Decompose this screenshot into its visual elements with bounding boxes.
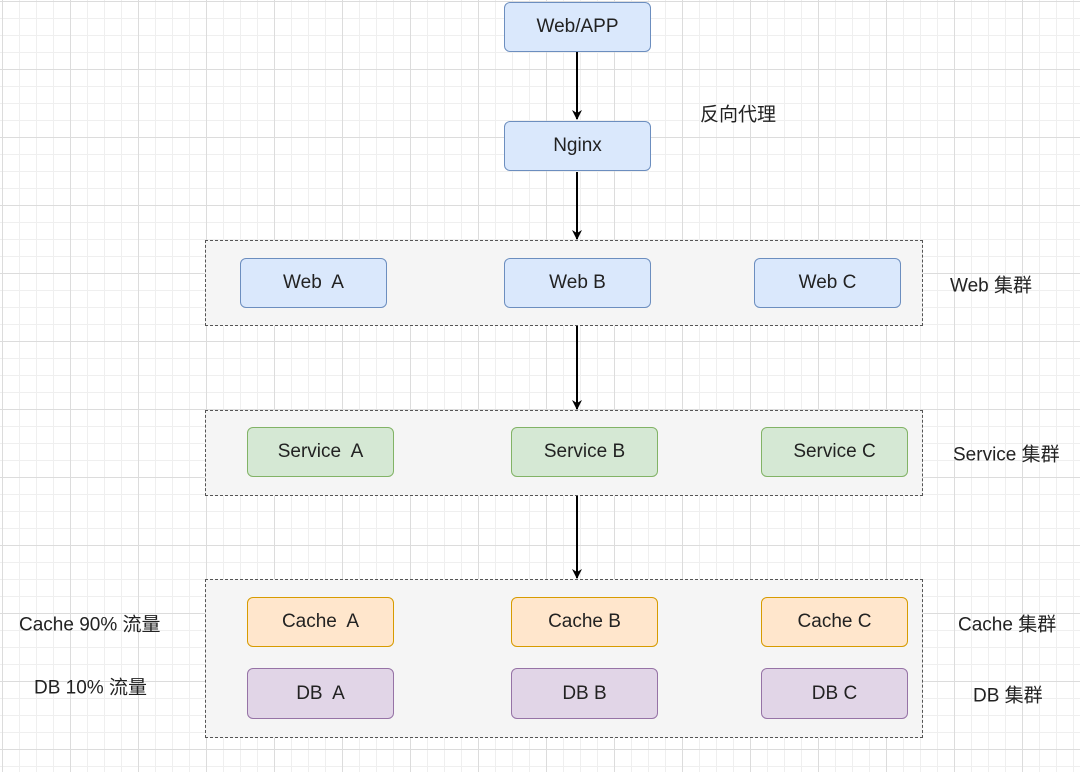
nginx-node[interactable]: Nginx [504, 121, 651, 171]
cache-traffic-label: Cache 90% 流量 [19, 614, 161, 636]
service-c-node[interactable]: Service C [761, 427, 908, 477]
cache-cluster-label: Cache 集群 [958, 614, 1057, 636]
reverse-proxy-label: 反向代理 [700, 104, 777, 126]
cache-a-node[interactable]: Cache A [247, 597, 394, 647]
web-b-node[interactable]: Web B [504, 258, 651, 308]
db-a-node[interactable]: DB A [247, 668, 394, 719]
client-node[interactable]: Web/APP [504, 2, 651, 52]
cache-b-node[interactable]: Cache B [511, 597, 658, 647]
web-cluster-label: Web 集群 [950, 275, 1033, 297]
web-a-node[interactable]: Web A [240, 258, 387, 308]
db-c-node[interactable]: DB C [761, 668, 908, 719]
service-cluster-label: Service 集群 [953, 444, 1060, 466]
db-b-node[interactable]: DB B [511, 668, 658, 719]
service-b-node[interactable]: Service B [511, 427, 658, 477]
db-cluster-label: DB 集群 [973, 685, 1043, 707]
web-c-node[interactable]: Web C [754, 258, 901, 308]
cache-c-node[interactable]: Cache C [761, 597, 908, 647]
service-a-node[interactable]: Service A [247, 427, 394, 477]
db-traffic-label: DB 10% 流量 [34, 677, 147, 699]
